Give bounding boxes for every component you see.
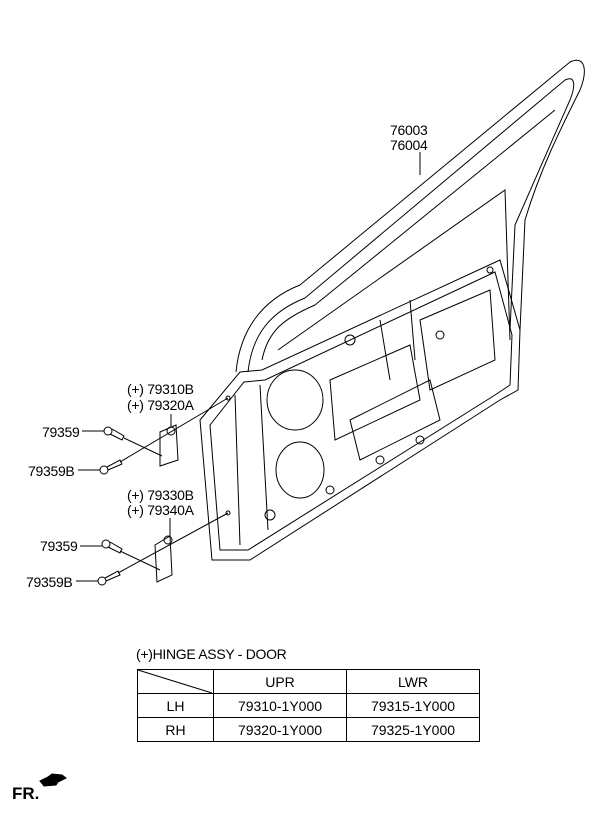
part-label-79359b-lower: 79359B [26, 574, 73, 590]
part-label-76003: 76003 [390, 122, 428, 138]
row-side: LH [137, 693, 214, 718]
door-body [199, 259, 521, 561]
door-window-frame [235, 59, 585, 373]
lower-hinge [154, 535, 173, 583]
part-label-79310b: (+) 79310B [127, 381, 194, 397]
part-label-76004: 76004 [390, 137, 428, 153]
cell-lwr: 79315-1Y000 [346, 693, 480, 718]
part-label-79359-lower: 79359 [40, 538, 78, 554]
table-header-row: UPR LWR [137, 669, 480, 694]
cell-upr: 79310-1Y000 [213, 693, 347, 718]
table-row: RH 79320-1Y000 79325-1Y000 [137, 717, 480, 742]
bolt-icons [97, 426, 125, 586]
table-corner-cell [137, 669, 214, 694]
cell-upr: 79320-1Y000 [213, 717, 347, 742]
table-row: LH 79310-1Y000 79315-1Y000 [137, 693, 480, 718]
part-label-79330b: (+) 79330B [127, 487, 194, 503]
part-label-79320a: (+) 79320A [127, 397, 194, 413]
part-label-79359-upper: 79359 [42, 424, 80, 440]
part-label-79340a: (+) 79340A [127, 502, 194, 518]
hinge-assy-table: UPR LWR LH 79310-1Y000 79315-1Y000 RH 79… [137, 669, 480, 742]
hinge-table-caption: (+)HINGE ASSY - DOOR [136, 646, 287, 662]
header-lwr: LWR [346, 669, 480, 694]
cell-lwr: 79325-1Y000 [346, 717, 480, 742]
front-indicator: FR. [12, 784, 40, 803]
header-upr: UPR [213, 669, 347, 694]
front-arrow-icon [39, 773, 67, 787]
row-side: RH [137, 717, 214, 742]
part-label-79359b-upper: 79359B [28, 463, 75, 479]
